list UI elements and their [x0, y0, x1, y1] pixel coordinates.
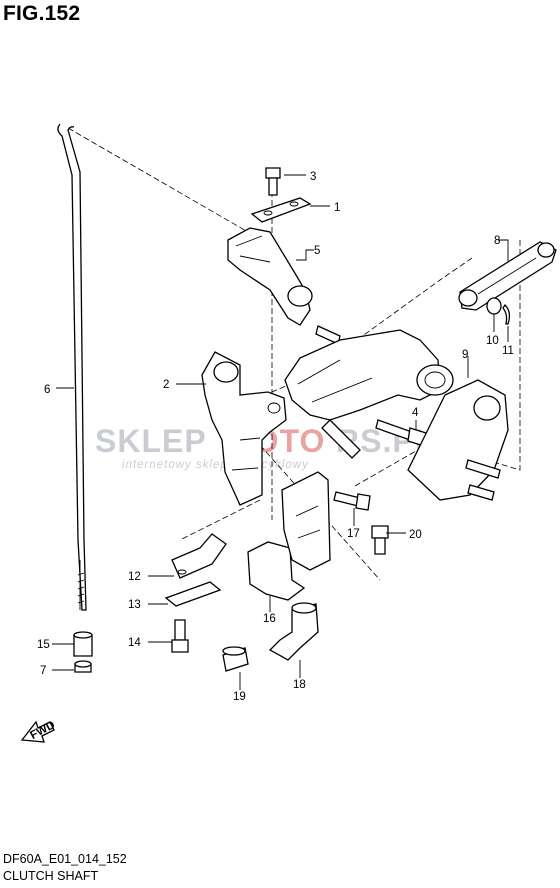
callout-12: 12	[128, 571, 141, 583]
link-part-8	[458, 241, 557, 311]
callout-11: 11	[502, 345, 514, 357]
sleeve-part-15	[73, 631, 93, 657]
plate-part-1	[250, 197, 312, 223]
shaft-housing	[284, 329, 454, 459]
callout-2: 2	[163, 379, 169, 391]
bolt-part-20	[371, 525, 389, 555]
callout-3: 3	[310, 171, 316, 183]
callout-5: 5	[314, 245, 320, 257]
callout-7: 7	[40, 665, 46, 677]
collar-part-19	[222, 646, 249, 672]
lever-part-18	[268, 602, 319, 661]
callout-1: 1	[334, 202, 340, 214]
fwd-arrow-icon: FWD	[20, 719, 57, 743]
callout-4: 4	[412, 407, 419, 419]
leader-lines	[52, 174, 509, 690]
bolt-part-14	[171, 619, 189, 653]
bracket-part-12	[171, 533, 227, 579]
callout-numbers: 3 1 5 8 2 9 10 11 6 4 17 20 12 13 16 14 …	[37, 171, 514, 703]
bolt-part-3	[265, 167, 281, 196]
callout-16: 16	[263, 613, 276, 625]
callout-9: 9	[462, 349, 468, 361]
callout-10: 10	[486, 335, 499, 347]
bracket-part-2	[201, 351, 287, 506]
nut-part-7	[74, 660, 92, 673]
clutch-rod-part-6	[57, 123, 87, 611]
callout-18: 18	[293, 679, 306, 691]
callout-8: 8	[494, 235, 500, 247]
figure-title: FIG.152	[3, 2, 81, 25]
model-code: DF60A_E01_014_152	[3, 852, 127, 866]
callout-20: 20	[409, 529, 422, 541]
callout-17: 17	[347, 528, 360, 540]
callout-15: 15	[37, 639, 50, 651]
callout-6: 6	[44, 384, 50, 396]
detent-plate-part-16	[247, 471, 331, 601]
callout-13: 13	[128, 599, 141, 611]
cover-plate-part-9	[407, 379, 509, 501]
bolt-part-17	[333, 491, 371, 511]
washer-part-10	[486, 297, 502, 315]
callout-14: 14	[128, 637, 141, 649]
shift-arm-part-5	[227, 227, 341, 345]
callout-19: 19	[233, 691, 246, 703]
pin-part-11	[502, 303, 511, 325]
plate-part-13	[164, 581, 222, 607]
watermark-brand-left: SKLEP	[95, 423, 207, 459]
figure-name: CLUTCH SHAFT	[3, 869, 99, 883]
